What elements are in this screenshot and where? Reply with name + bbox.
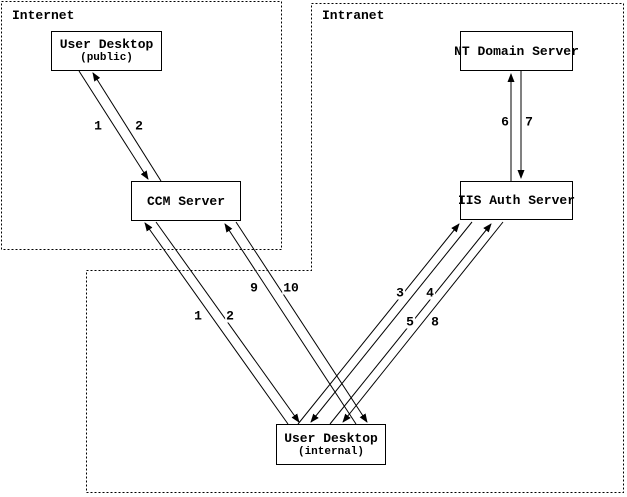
edge-10-ccm-to-internal-desktop	[235, 221, 368, 423]
edge-9-internal-desktop-to-ccm	[224, 223, 357, 425]
edge-4-iis-to-internal-desktop	[310, 221, 473, 423]
ccm-server-title: CCM Server	[146, 193, 225, 209]
user-desktop-public-subtitle: (public)	[80, 52, 133, 64]
edge-label-5: 5	[405, 314, 415, 330]
edge-label-6: 6	[500, 114, 510, 130]
edge-label-2-internal: 2	[225, 308, 235, 324]
edge-label-3: 3	[395, 285, 405, 301]
iis-auth-server-title: IIS Auth Server	[457, 193, 576, 208]
intranet-zone-label: Intranet	[322, 8, 385, 23]
edge-1-public-desktop-to-ccm	[78, 70, 149, 180]
edge-8-iis-to-internal-desktop	[342, 221, 504, 423]
edge-1-internal-desktop-to-ccm	[144, 222, 289, 425]
edge-label-8: 8	[430, 314, 440, 330]
edge-label-9: 9	[249, 280, 259, 296]
user-desktop-public-title: User Desktop	[59, 37, 154, 52]
user-desktop-public-node: User Desktop (public)	[51, 31, 162, 71]
internet-zone-label: Internet	[12, 8, 75, 23]
edge-label-1-internal: 1	[193, 308, 203, 324]
nt-domain-server-node: NT Domain Server	[454, 31, 579, 71]
edge-3-internal-desktop-to-iis	[297, 223, 460, 425]
edge-2-ccm-to-public-desktop	[92, 72, 162, 182]
user-desktop-internal-title: User Desktop	[284, 430, 378, 446]
iis-auth-server-node: IIS Auth Server	[457, 181, 576, 220]
edge-label-10: 10	[282, 280, 300, 296]
edge-label-4: 4	[425, 285, 435, 301]
internet-zone-border	[1, 1, 282, 250]
edge-label-7: 7	[524, 114, 534, 130]
edge-label-2-public: 2	[134, 118, 144, 134]
user-desktop-internal-subtitle: (internal)	[297, 445, 364, 458]
user-desktop-internal-node: User Desktop (internal)	[276, 424, 386, 465]
intranet-zone-border	[86, 3, 624, 493]
nt-domain-server-title: NT Domain Server	[454, 43, 579, 59]
edge-label-1-public: 1	[93, 118, 103, 134]
ccm-server-node: CCM Server	[131, 181, 241, 221]
